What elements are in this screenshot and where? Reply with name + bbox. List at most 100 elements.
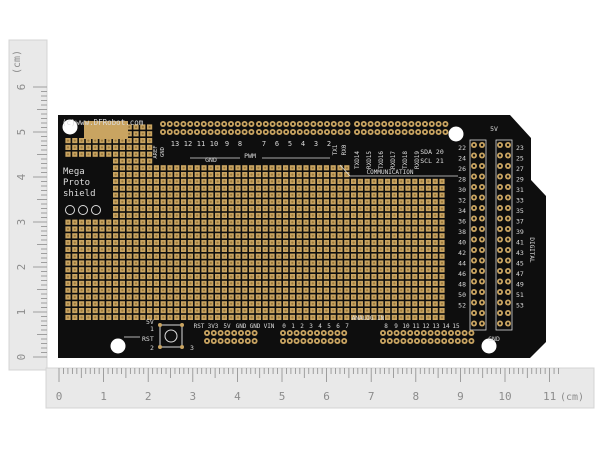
header-pin-hole <box>480 185 484 189</box>
pad-hole <box>162 234 165 237</box>
label-power-pin: 5V <box>223 323 231 330</box>
pad-hole <box>175 234 178 237</box>
header-pin-hole <box>472 175 476 178</box>
pad-hole <box>427 207 430 210</box>
pad-hole <box>270 275 274 278</box>
pad-hole <box>87 268 90 271</box>
pad-hole <box>304 207 308 210</box>
pad-hole <box>325 241 328 244</box>
pad-hole <box>94 275 97 278</box>
pad-hole <box>434 241 437 244</box>
pad-hole <box>257 302 260 305</box>
pad-hole <box>270 234 274 237</box>
pad-hole <box>175 302 178 305</box>
pad-hole <box>366 221 369 224</box>
header-pin-hole <box>264 130 267 134</box>
pad-hole <box>270 221 274 224</box>
pad-hole <box>196 261 199 265</box>
label-analog-pin: 3 <box>309 323 313 330</box>
pad-hole <box>264 166 267 169</box>
pad-hole <box>236 302 240 305</box>
header-pin-hole <box>456 339 459 343</box>
header-pin-hole <box>498 206 502 210</box>
pad-hole <box>148 309 151 312</box>
pad-hole <box>141 159 144 163</box>
pad-hole <box>155 187 158 190</box>
pad-hole <box>359 282 362 285</box>
vertical-ruler-label: 6 <box>15 84 28 91</box>
pad-hole <box>243 187 246 190</box>
button-pad <box>158 345 162 349</box>
pad-hole <box>175 282 178 285</box>
pad-hole <box>121 207 124 210</box>
pad-hole <box>175 241 178 244</box>
pad-hole <box>325 214 328 217</box>
label-pin-9: 9 <box>225 140 229 148</box>
pad-hole <box>257 200 260 203</box>
pad-hole <box>128 180 131 183</box>
pad-hole <box>345 289 348 292</box>
pad-hole <box>372 316 376 319</box>
top-header-1 <box>160 121 255 135</box>
pad-hole <box>257 193 260 197</box>
pad-hole <box>332 187 335 190</box>
pad-hole <box>209 214 212 217</box>
pad-hole <box>352 261 355 265</box>
pad-hole <box>128 227 131 231</box>
header-pin-hole <box>472 238 476 241</box>
pad-hole <box>332 302 335 305</box>
pad-hole <box>114 309 117 312</box>
pad-hole <box>107 261 110 265</box>
pad-hole <box>114 173 117 176</box>
pad-hole <box>189 173 192 176</box>
pad-hole <box>332 221 335 224</box>
pad-hole <box>440 187 444 190</box>
pad-hole <box>270 187 274 190</box>
pad-hole <box>209 221 212 224</box>
pad-hole <box>141 268 144 271</box>
logo-circle <box>78 205 88 215</box>
pad-hole <box>332 275 335 278</box>
pad-hole <box>311 234 314 237</box>
pad-hole <box>325 187 328 190</box>
pad-hole <box>298 173 301 176</box>
pad-hole <box>128 234 131 237</box>
pad-hole <box>386 316 389 319</box>
pad-hole <box>114 234 117 237</box>
pad-hole <box>420 227 423 231</box>
pad-hole <box>162 295 165 299</box>
pad-hole <box>223 166 226 169</box>
header-pin-hole <box>429 331 432 335</box>
pad-hole <box>304 180 308 183</box>
pad-hole <box>318 295 321 299</box>
pad-hole <box>243 234 246 237</box>
pad-hole <box>298 302 301 305</box>
pad-hole <box>114 282 117 285</box>
header-pin-hole <box>498 143 502 147</box>
pad-hole <box>277 289 280 292</box>
pad-hole <box>107 316 110 319</box>
pad-hole <box>406 289 410 292</box>
pad-hole <box>386 261 389 265</box>
pad-hole <box>162 268 165 271</box>
pad-hole <box>325 180 328 183</box>
pad-hole <box>379 207 382 210</box>
pad-hole <box>73 227 76 231</box>
pad-hole <box>134 268 138 271</box>
pad-hole <box>318 227 321 231</box>
pad-hole <box>332 180 335 183</box>
reset-button <box>164 329 178 343</box>
pad-hole <box>202 187 206 190</box>
pad-hole <box>114 187 117 190</box>
label-digital-pin: 33 <box>516 197 524 205</box>
pad-hole <box>311 214 314 217</box>
pad-hole <box>202 221 206 224</box>
pad-hole <box>379 193 382 197</box>
pad-hole <box>318 241 321 244</box>
header-pin-hole <box>295 339 298 343</box>
pad-hole <box>230 268 233 271</box>
pad-hole <box>155 275 158 278</box>
pad-hole <box>114 275 117 278</box>
pad-hole <box>284 275 287 278</box>
pad-hole <box>114 295 117 299</box>
